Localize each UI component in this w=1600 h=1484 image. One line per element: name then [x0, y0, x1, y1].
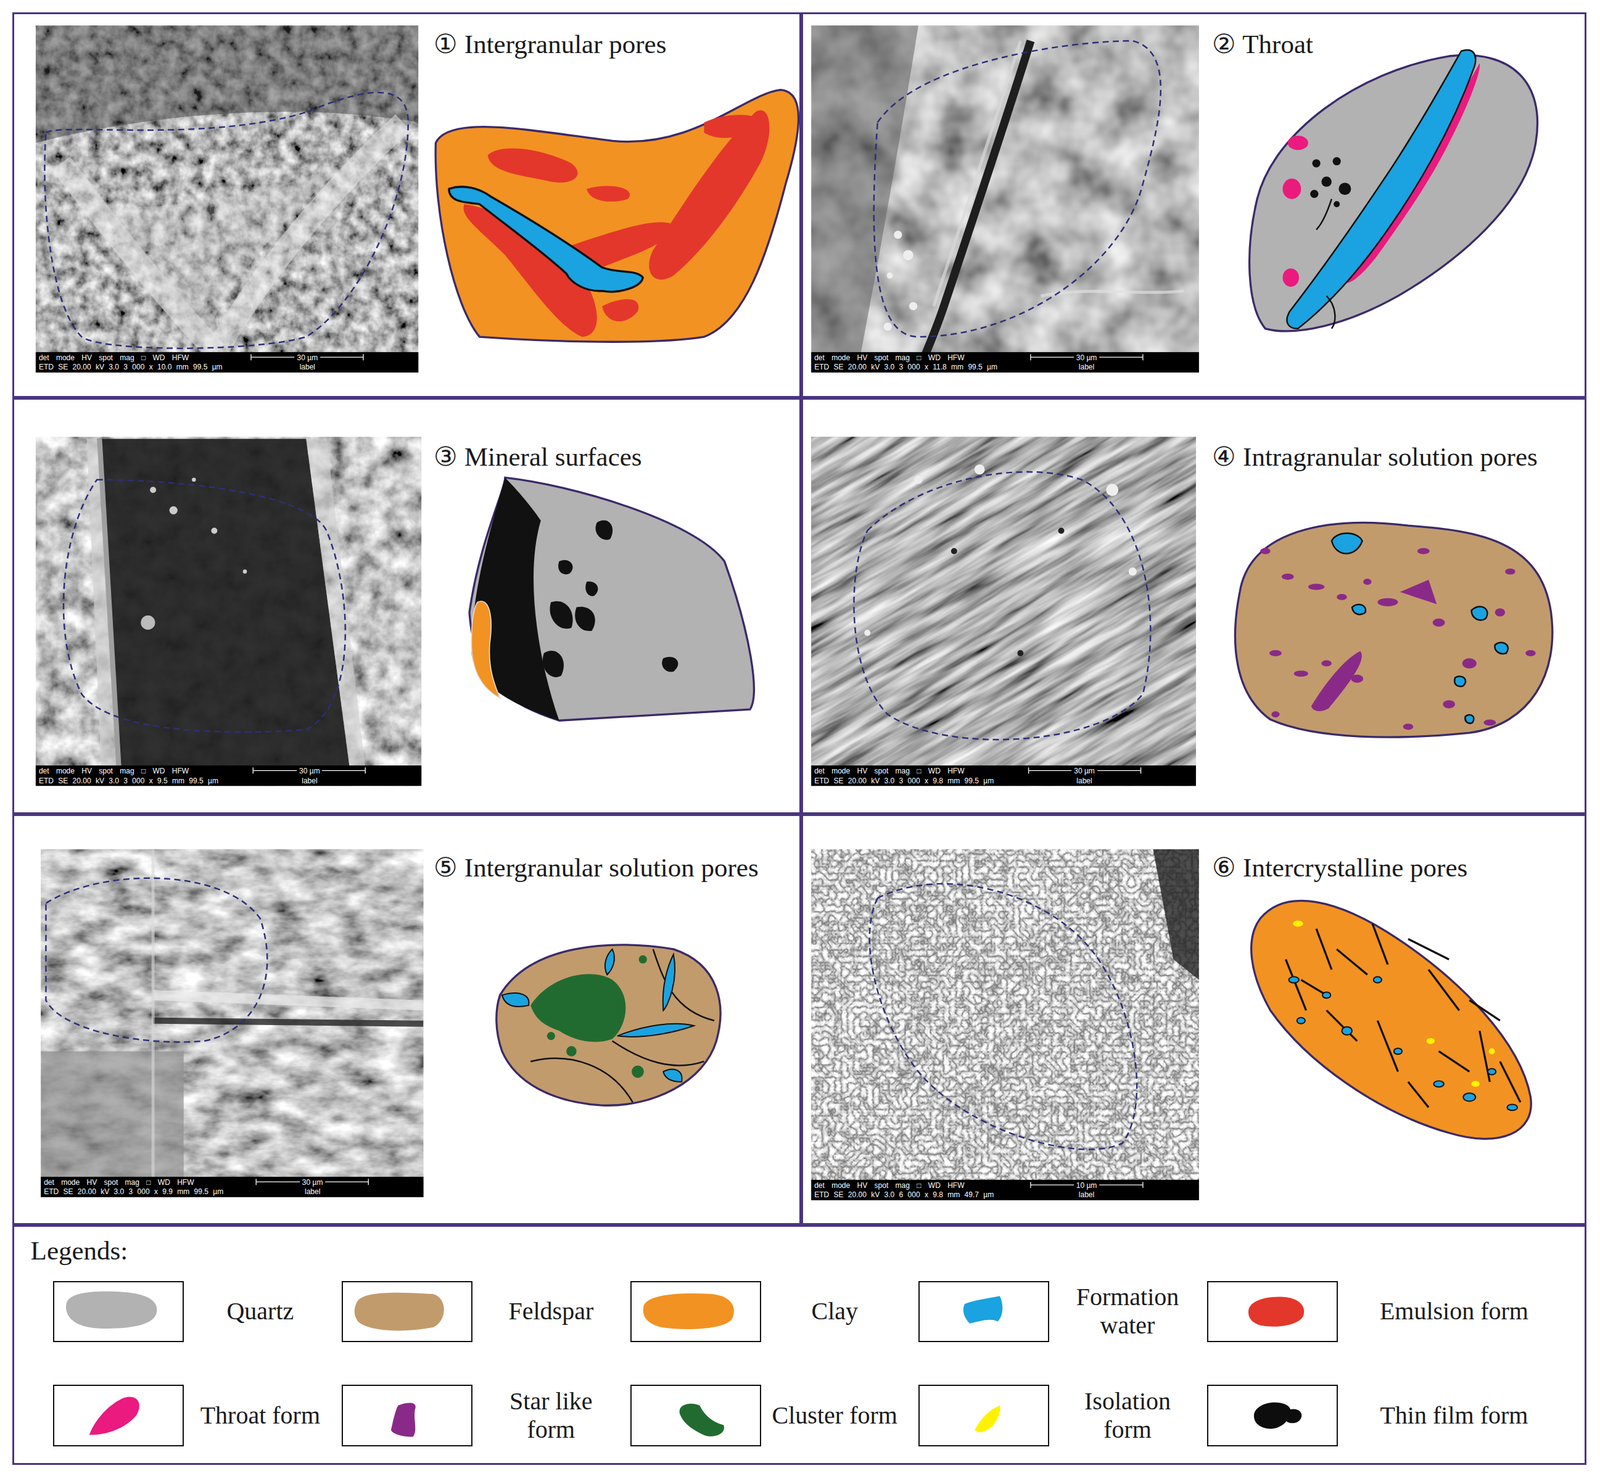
sem-label: label	[1073, 775, 1095, 786]
panel-title: ⑤ Intergranular solution pores	[433, 851, 759, 884]
legend-swatch	[963, 1295, 1003, 1324]
legend-swatch	[1248, 1296, 1304, 1327]
legend-swatch-box	[53, 1384, 184, 1446]
sem-label: label	[1076, 362, 1097, 372]
legend-label: Formation water	[1061, 1282, 1195, 1340]
sem-image	[35, 25, 419, 373]
swatch-graphic	[1208, 1385, 1337, 1445]
figure-panel: ⑥ Intercrystalline pores	[801, 814, 1588, 1225]
sem-values: ETD SE 20.00 kV 3.0 3 000 x 9.5 mm 99.5 …	[38, 775, 219, 786]
legend-swatch	[89, 1397, 140, 1436]
swatch-graphic	[919, 1282, 1048, 1341]
legend-swatch-box	[918, 1281, 1050, 1343]
swatch-graphic	[631, 1282, 760, 1341]
sem-image	[811, 849, 1200, 1201]
legend-swatch-box	[341, 1384, 473, 1446]
legend-swatch-box	[918, 1384, 1050, 1446]
legend-swatch	[391, 1403, 416, 1438]
sem-header: det mode HV spot mag □ WD HFW	[814, 352, 965, 363]
schematic	[1234, 522, 1552, 738]
scale-label: 30 µm	[1073, 352, 1100, 363]
sem-label: label	[297, 362, 318, 372]
figure-panel: ① Intergranular pores	[12, 12, 802, 398]
legend-swatch-box	[630, 1384, 762, 1446]
sem-values: ETD SE 20.00 kV 3.0 3 000 x 10.0 mm 99.5…	[38, 362, 223, 372]
legend-swatch-box	[53, 1281, 184, 1343]
schematic	[435, 90, 799, 343]
scale-bar	[251, 354, 1143, 1188]
sem-values: ETD SE 20.00 kV 3.0 3 000 x 9.8 mm 99.5 …	[814, 775, 994, 786]
scale-label: 30 µm	[296, 766, 323, 776]
legend-label: Isolation form	[1061, 1387, 1195, 1444]
schematic	[469, 477, 754, 721]
region-outline	[44, 40, 1161, 1150]
sem-image	[35, 436, 422, 786]
info-bar	[35, 352, 1200, 1201]
sem-label: label	[302, 1186, 323, 1197]
sem-header: det mode HV spot mag □ WD HFW	[43, 1177, 194, 1188]
sem-values: ETD SE 20.00 kV 3.0 6 000 x 9.8 mm 49.7 …	[814, 1189, 994, 1200]
schematic	[1251, 900, 1532, 1139]
legend-swatch-box	[1207, 1281, 1338, 1343]
swatch-graphic	[54, 1385, 183, 1445]
schematic	[496, 944, 721, 1106]
scale-label: 10 µm	[1073, 1180, 1100, 1191]
legend-label: Star like form	[484, 1387, 618, 1444]
sem-label: label	[1076, 1189, 1097, 1200]
panel-title: ② Throat	[1212, 28, 1314, 61]
legend-label: Emulsion form	[1379, 1297, 1529, 1326]
swatch-graphic	[919, 1385, 1048, 1445]
panel-title: ③ Mineral surfaces	[433, 441, 642, 474]
legend-label: Clay	[811, 1297, 858, 1326]
figure-panel: ③ Mineral surfaces	[12, 397, 802, 815]
legend-swatch-box	[630, 1281, 762, 1343]
swatch-graphic	[1208, 1282, 1337, 1341]
legend-swatch	[679, 1403, 725, 1437]
sem-image	[811, 436, 1196, 786]
sem-values: ETD SE 20.00 kV 3.0 3 000 x 11.8 mm 99.5…	[814, 362, 998, 372]
legend-heading: Legends:	[30, 1234, 129, 1267]
sem-header: det mode HV spot mag □ WD HFW	[38, 352, 189, 363]
sem-values: ETD SE 20.00 kV 3.0 3 000 x 9.9 mm 99.5 …	[43, 1186, 224, 1197]
scale-label: 30 µm	[1071, 766, 1098, 776]
legend-swatch	[974, 1405, 1000, 1433]
legend-label: Thin film form	[1379, 1401, 1528, 1430]
swatch-graphic	[342, 1282, 472, 1341]
sem-header: det mode HV spot mag □ WD HFW	[38, 766, 189, 776]
legend-label: Throat form	[200, 1401, 321, 1430]
figure-panel: ④ Intragranular solution pores	[801, 397, 1588, 815]
sem-image	[811, 25, 1200, 373]
swatch-graphic	[54, 1282, 183, 1341]
legend-swatch-box	[341, 1281, 473, 1343]
legend-swatch	[1253, 1402, 1302, 1430]
legend-swatch	[643, 1293, 735, 1330]
figure-panel: ⑤ Intergranular solution pores	[12, 814, 802, 1225]
sem-header: det mode HV spot mag □ WD HFW	[814, 766, 965, 776]
scale-label: 30 µm	[294, 352, 321, 363]
sem-label: label	[299, 775, 320, 786]
swatch-graphic	[342, 1385, 472, 1445]
panel-title: ④ Intragranular solution pores	[1212, 441, 1538, 474]
panel-title: ① Intergranular pores	[433, 28, 667, 61]
legend-label: Quartz	[226, 1297, 294, 1326]
schematic	[1249, 49, 1538, 332]
sem-image	[40, 849, 424, 1198]
legend-swatch-box	[1207, 1384, 1338, 1446]
legend-label: Cluster form	[772, 1401, 898, 1430]
legend-swatch	[65, 1291, 157, 1329]
swatch-graphic	[631, 1385, 760, 1445]
panel-title: ⑥ Intercrystalline pores	[1212, 851, 1468, 884]
figure-panel: ② Throat	[801, 12, 1588, 398]
legend-swatch	[354, 1292, 445, 1331]
scale-label: 30 µm	[299, 1177, 326, 1188]
sem-header: det mode HV spot mag □ WD HFW	[814, 1180, 965, 1191]
legend-label: Feldspar	[508, 1297, 594, 1326]
